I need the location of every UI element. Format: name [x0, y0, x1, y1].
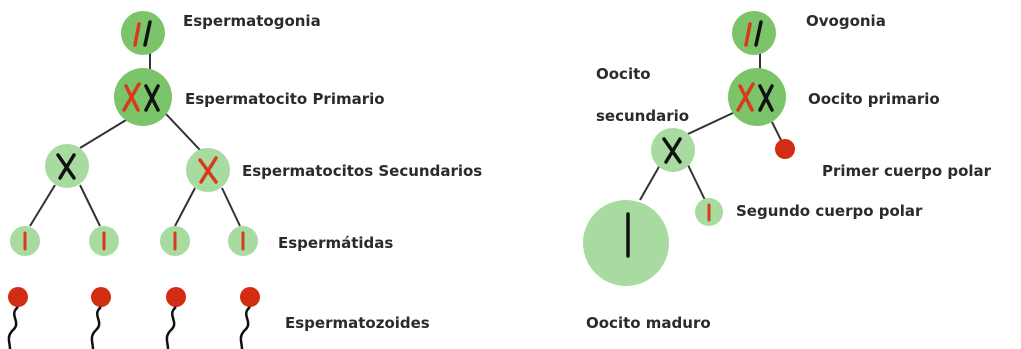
spermatid-2 — [89, 226, 119, 256]
label-segundo-cuerpo-polar: Segundo cuerpo polar — [736, 202, 923, 220]
spermatid-3 — [160, 226, 190, 256]
spermatid-1 — [10, 226, 40, 256]
oogonium-cell — [732, 11, 776, 55]
spermatozoon-3 — [165, 287, 186, 349]
spermatozoon-1 — [7, 287, 28, 349]
secondary-oocyte-cell — [651, 128, 695, 172]
label-oocito-maduro: Oocito maduro — [586, 314, 711, 332]
secondary-spermatocyte-left — [45, 144, 89, 188]
label-ovogonia: Ovogonia — [806, 12, 886, 30]
label-oocito-primario: Oocito primario — [808, 90, 940, 108]
primary-spermatocyte-cell — [114, 68, 172, 126]
spermatozoon-4 — [239, 287, 260, 349]
second-polar-body — [695, 198, 723, 226]
label-primer-cuerpo-polar: Primer cuerpo polar — [822, 162, 992, 180]
label-espermatogonia: Espermatogonia — [183, 12, 321, 30]
label-espermatocito-primario: Espermatocito Primario — [185, 90, 385, 108]
spermatid-4 — [228, 226, 258, 256]
label-espermatidas: Espermátidas — [278, 234, 394, 252]
label-espermatocitos-secundarios: Espermatocitos Secundarios — [242, 162, 483, 180]
label-espermatozoides: Espermatozoides — [285, 314, 430, 332]
first-polar-body — [775, 139, 795, 159]
secondary-spermatocyte-right — [186, 148, 230, 192]
spermatozoon-2 — [90, 287, 111, 349]
primary-oocyte-cell — [728, 68, 786, 126]
mature-oocyte-cell — [583, 200, 669, 286]
label-oocito-secundario: Oocito secundario — [596, 65, 690, 125]
spermatogonia-cell — [121, 11, 165, 55]
